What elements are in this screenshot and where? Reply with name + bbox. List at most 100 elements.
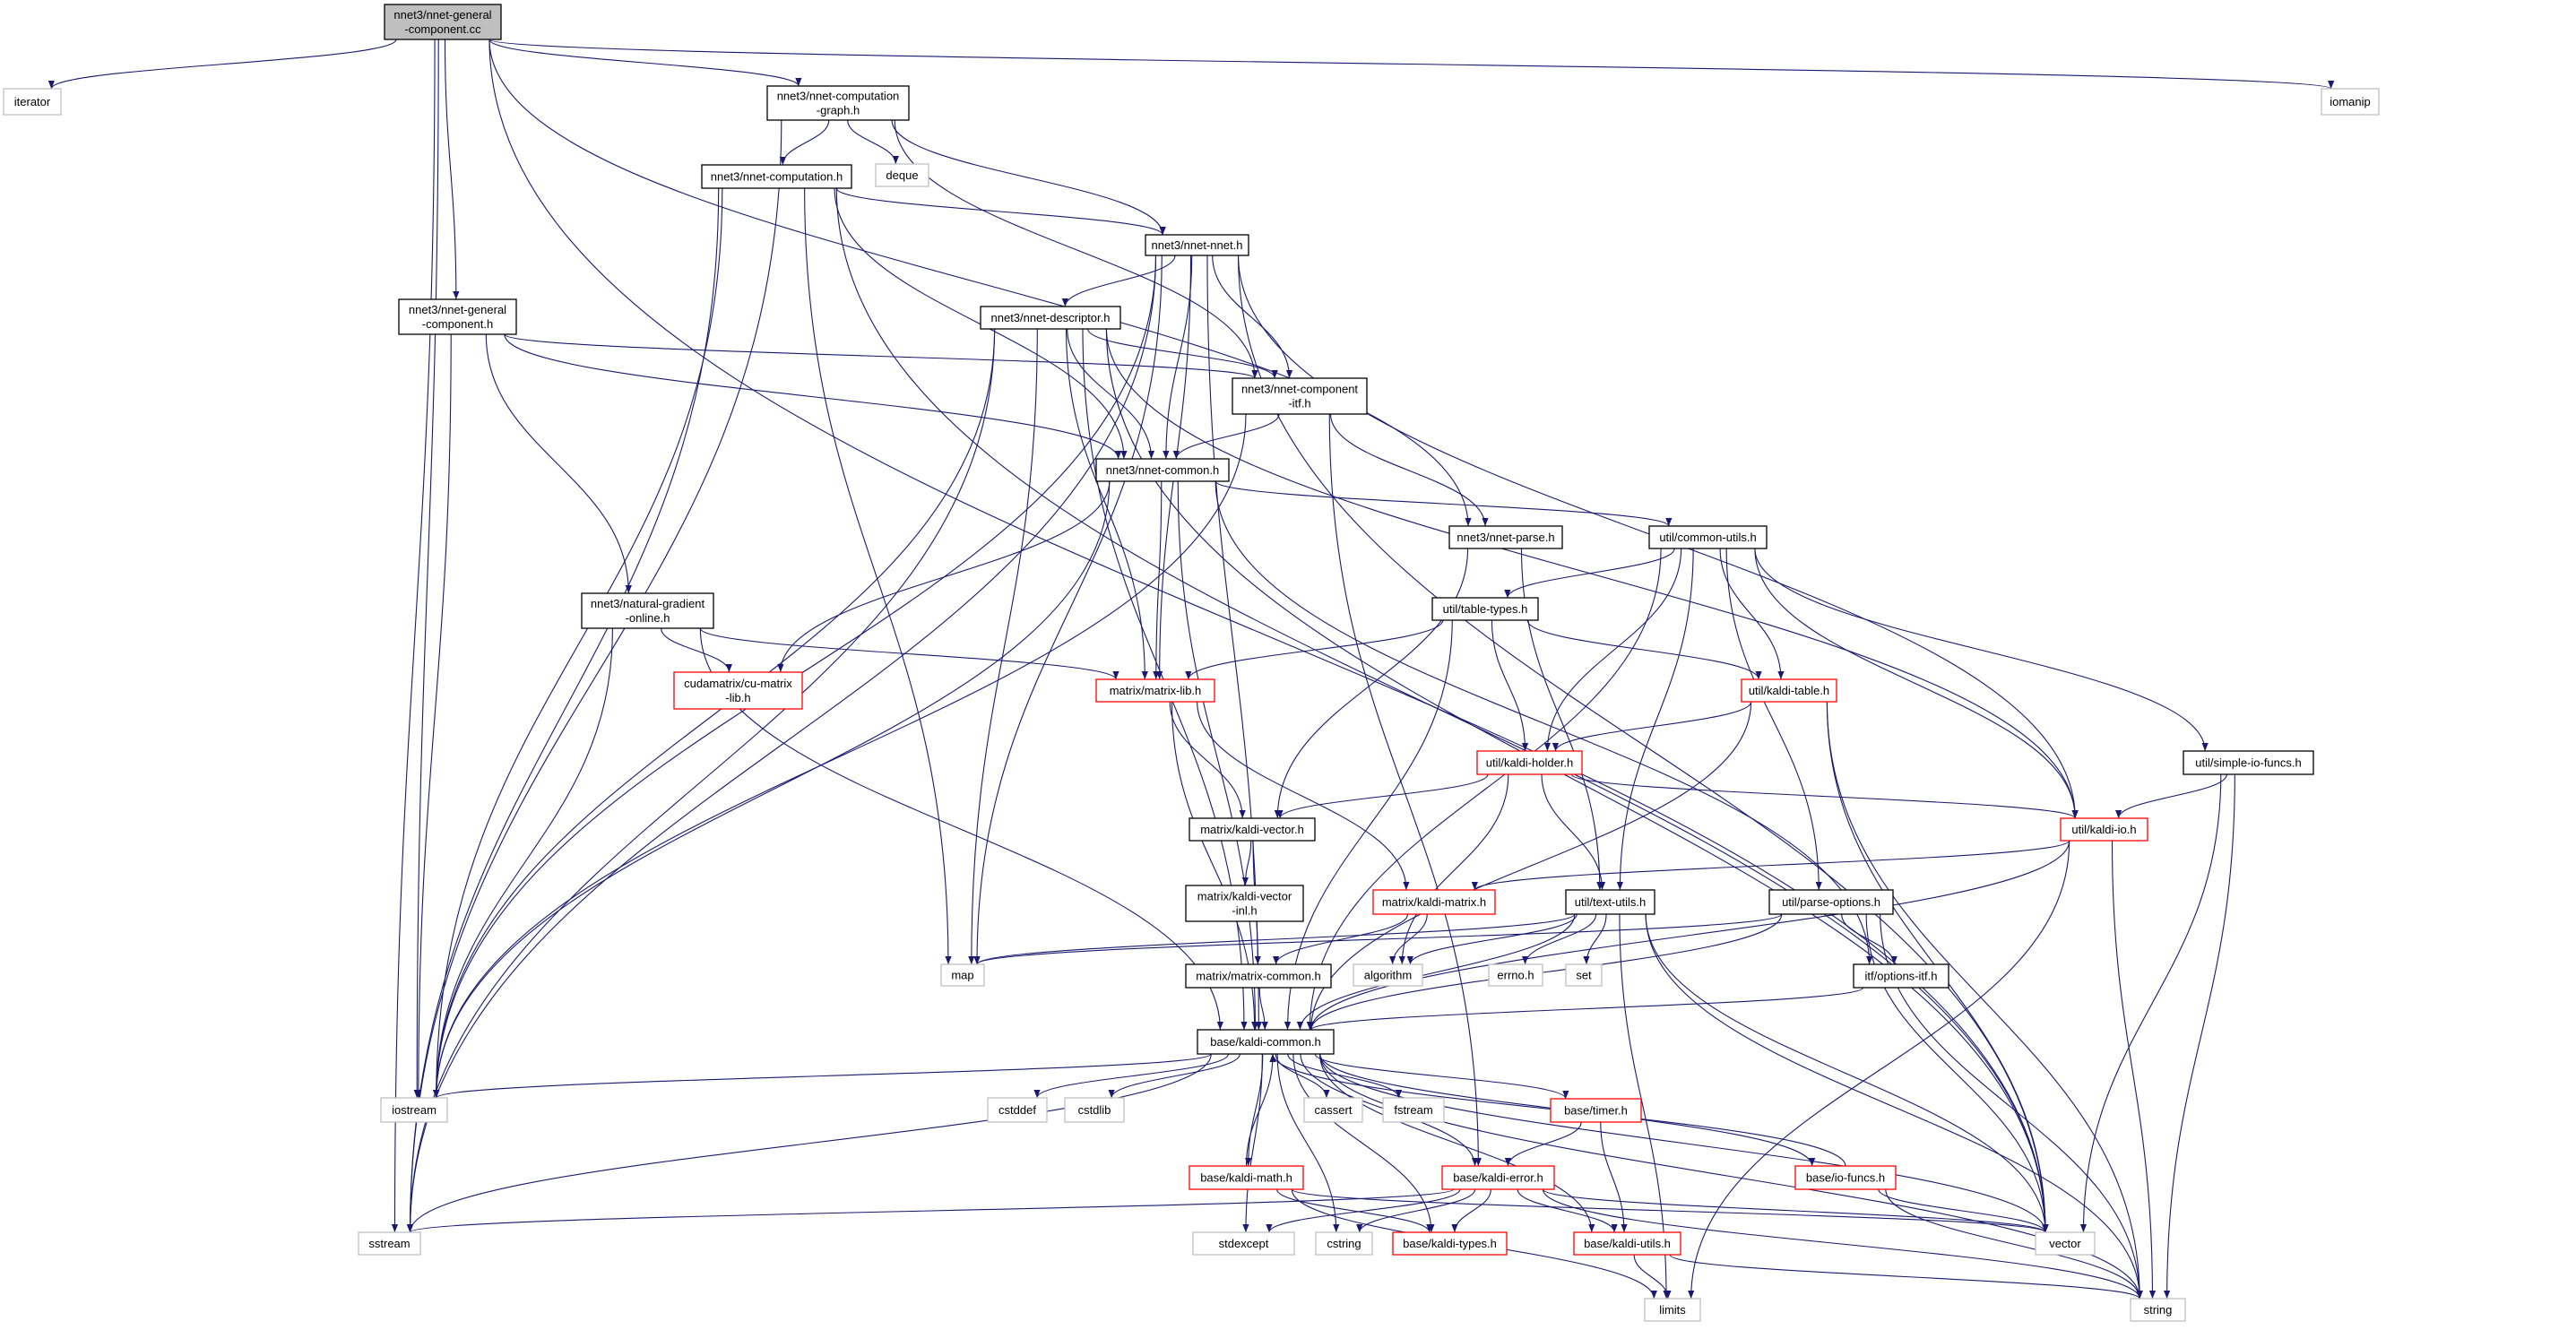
node-label: nnet3/nnet-parse.h bbox=[1457, 531, 1554, 544]
node-box bbox=[1064, 1097, 1125, 1123]
graph-node-matrixlib[interactable]: matrix/matrix-lib.h bbox=[1095, 678, 1215, 703]
graph-node-kmatrix[interactable]: matrix/kaldi-matrix.h bbox=[1372, 889, 1496, 915]
edge-simpleio-to-vector bbox=[2079, 773, 2222, 1233]
node-label: base/kaldi-types.h bbox=[1403, 1237, 1497, 1250]
graph-node-natgrad[interactable]: nnet3/natural-gradient-online.h bbox=[581, 592, 714, 629]
graph-node-common[interactable]: nnet3/nnet-common.h bbox=[1095, 458, 1230, 482]
graph-node-commonutils[interactable]: util/common-utils.h bbox=[1648, 525, 1768, 549]
node-label: string bbox=[2144, 1303, 2173, 1317]
graph-node-graph[interactable]: nnet3/nnet-computation-graph.h bbox=[766, 85, 910, 121]
edge-kcommon-to-kmath bbox=[1245, 1053, 1264, 1167]
node-label: cstddef bbox=[998, 1103, 1036, 1117]
graph-node-holder[interactable]: util/kaldi-holder.h bbox=[1476, 750, 1583, 775]
edge-root-to-graph bbox=[488, 39, 802, 87]
edge-graph-to-deque bbox=[847, 119, 899, 165]
graph-node-descriptor[interactable]: nnet3/nnet-descriptor.h bbox=[980, 306, 1121, 330]
graph-node-vector: vector bbox=[2035, 1231, 2096, 1256]
graph-node-textutils[interactable]: util/text-utils.h bbox=[1565, 889, 1655, 915]
node-label: nnet3/nnet-general bbox=[393, 8, 491, 22]
edge-root-to-vector bbox=[488, 39, 2049, 1233]
graph-node-kalditable[interactable]: util/kaldi-table.h bbox=[1741, 678, 1837, 703]
edge-computation-to-nnet bbox=[835, 187, 1166, 236]
node-box bbox=[1441, 1165, 1555, 1190]
edge-kcommon-to-fstream bbox=[1287, 1053, 1403, 1099]
edge-compitf-to-iostream bbox=[433, 413, 1247, 1099]
node-label: iterator bbox=[14, 95, 51, 108]
node-box bbox=[2183, 750, 2314, 775]
node-label: -graph.h bbox=[817, 104, 860, 117]
edge-graph-to-sstream bbox=[406, 119, 782, 1233]
node-label: cudamatrix/cu-matrix bbox=[684, 677, 792, 690]
graph-node-timer[interactable]: base/timer.h bbox=[1550, 1098, 1642, 1123]
node-box bbox=[3, 88, 62, 116]
graph-node-cstring: cstring bbox=[1315, 1231, 1373, 1256]
node-box bbox=[1448, 525, 1563, 549]
node-label: nnet3/nnet-general bbox=[409, 303, 506, 316]
node-box bbox=[1372, 889, 1496, 915]
node-label: base/kaldi-math.h bbox=[1200, 1171, 1292, 1185]
graph-node-parse[interactable]: nnet3/nnet-parse.h bbox=[1448, 525, 1563, 549]
graph-node-kerror[interactable]: base/kaldi-error.h bbox=[1441, 1165, 1555, 1190]
node-box bbox=[1353, 963, 1423, 987]
edge-kcommon-to-cstdlib bbox=[1108, 1053, 1240, 1099]
graph-node-iofuncs[interactable]: base/io-funcs.h bbox=[1794, 1165, 1897, 1190]
edge-holder-to-textutils bbox=[1541, 773, 1606, 891]
node-box bbox=[2321, 88, 2380, 116]
edge-textutils-to-errno bbox=[1521, 913, 1597, 965]
graph-node-gencomp[interactable]: nnet3/nnet-general-component.h bbox=[398, 298, 517, 335]
edge-natgrad-to-matrixlib bbox=[699, 627, 1119, 680]
edge-commonutils-to-simpleio bbox=[1754, 548, 2209, 752]
node-label: map bbox=[951, 969, 973, 982]
edge-descriptor-to-compitf bbox=[1087, 328, 1278, 379]
node-label: util/kaldi-holder.h bbox=[1486, 756, 1574, 770]
node-label: nnet3/nnet-nnet.h bbox=[1152, 238, 1243, 252]
edge-nnet-to-map bbox=[973, 255, 1163, 965]
edge-commonutils-to-kcommon bbox=[1306, 548, 1662, 1031]
graph-node-kutils[interactable]: base/kaldi-utils.h bbox=[1573, 1231, 1681, 1256]
edge-tabletypes-to-kcommon bbox=[1284, 619, 1453, 1031]
node-label: iostream bbox=[392, 1103, 437, 1117]
node-box bbox=[1488, 963, 1543, 987]
graph-node-kcommon[interactable]: base/kaldi-common.h bbox=[1197, 1029, 1335, 1055]
node-box bbox=[1565, 889, 1655, 915]
graph-node-cumatrix[interactable]: cudamatrix/cu-matrix-lib.h bbox=[673, 671, 803, 710]
edge-commonutils-to-tabletypes bbox=[1504, 548, 1675, 599]
edge-nnet-to-descriptor bbox=[1061, 255, 1176, 307]
graph-node-root[interactable]: nnet3/nnet-general-component.cc bbox=[384, 4, 502, 40]
node-box bbox=[875, 163, 929, 187]
graph-node-computation[interactable]: nnet3/nnet-computation.h bbox=[701, 164, 852, 189]
graph-node-kaldiio[interactable]: util/kaldi-io.h bbox=[2060, 817, 2148, 842]
node-layer: nnet3/nnet-general-component.cc iterator n… bbox=[3, 4, 2380, 1322]
node-box bbox=[380, 1097, 448, 1123]
node-box bbox=[940, 963, 985, 987]
graph-node-parseopts[interactable]: util/parse-options.h bbox=[1768, 889, 1894, 915]
node-label: algorithm bbox=[1364, 969, 1412, 982]
graph-node-set: set bbox=[1565, 963, 1603, 987]
node-label: util/kaldi-table.h bbox=[1749, 684, 1829, 697]
edge-gencomp-to-compitf bbox=[504, 333, 1258, 379]
graph-node-kvector[interactable]: matrix/kaldi-vector.h bbox=[1189, 817, 1316, 842]
node-box bbox=[1095, 678, 1215, 703]
edge-textutils-to-set bbox=[1583, 913, 1607, 965]
graph-node-optionsitf[interactable]: itf/options-itf.h bbox=[1853, 963, 1949, 989]
edge-descriptor-to-sstream bbox=[406, 328, 996, 1233]
edge-computation-to-vector bbox=[835, 187, 2049, 1233]
node-label: base/timer.h bbox=[1564, 1104, 1628, 1118]
graph-node-kmath[interactable]: base/kaldi-math.h bbox=[1189, 1165, 1304, 1190]
graph-node-ktypes[interactable]: base/kaldi-types.h bbox=[1392, 1231, 1508, 1256]
graph-node-simpleio[interactable]: util/simple-io-funcs.h bbox=[2183, 750, 2314, 775]
graph-node-compitf[interactable]: nnet3/nnet-component-itf.h bbox=[1232, 377, 1368, 415]
graph-node-kvectorinl[interactable]: matrix/kaldi-vector-inl.h bbox=[1185, 885, 1304, 922]
node-label: matrix/kaldi-vector bbox=[1197, 890, 1292, 903]
edge-kaldiio-to-string bbox=[2111, 840, 2157, 1300]
graph-node-matrixcommon[interactable]: matrix/matrix-common.h bbox=[1185, 963, 1332, 989]
graph-node-tabletypes[interactable]: util/table-types.h bbox=[1431, 597, 1539, 621]
edge-compitf-to-parse bbox=[1329, 413, 1489, 527]
node-box bbox=[358, 1231, 421, 1256]
edge-computation-to-iostream bbox=[433, 187, 723, 1099]
node-label: util/text-utils.h bbox=[1575, 895, 1646, 909]
node-label: matrix/kaldi-vector.h bbox=[1200, 823, 1304, 836]
edge-root-to-sstream bbox=[391, 39, 436, 1233]
graph-node-nnet[interactable]: nnet3/nnet-nnet.h bbox=[1145, 234, 1249, 256]
